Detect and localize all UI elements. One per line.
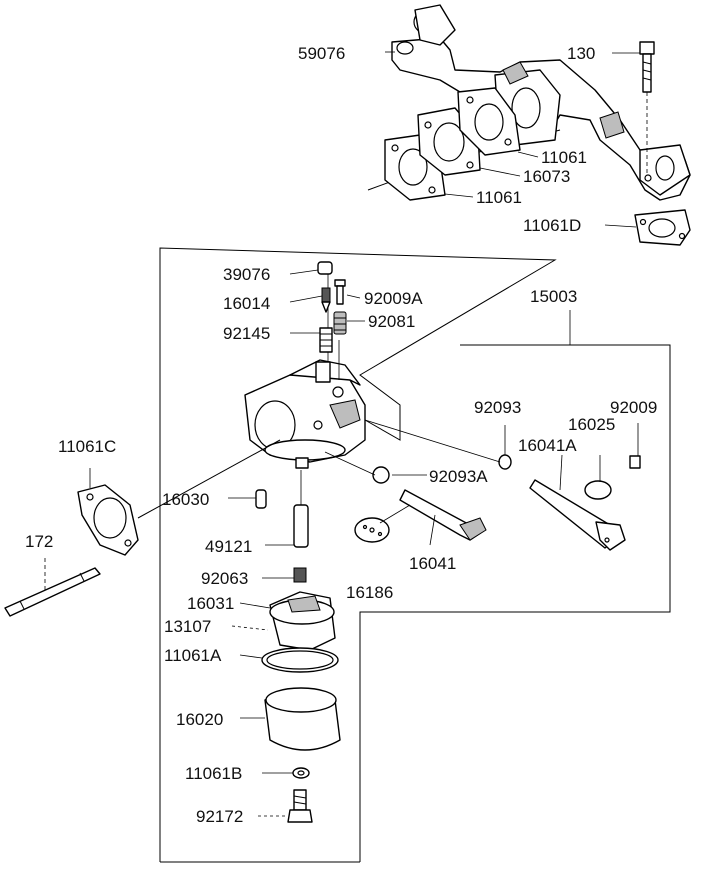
stud-172	[4, 558, 101, 617]
choke-shaft-parts	[324, 451, 487, 546]
throttle-shaft-parts	[364, 419, 641, 551]
label-16186: 16186	[346, 583, 393, 602]
manifold-gaskets	[384, 87, 521, 201]
label-92009A: 92009A	[364, 289, 423, 308]
oring-11061A	[239, 647, 339, 673]
label-39076: 39076	[223, 265, 270, 284]
part-labels: 59076 130 11061 16073 11061 11061D 15003…	[25, 44, 657, 826]
label-92063: 92063	[201, 569, 248, 588]
washer-11061B	[262, 767, 310, 779]
bolt-92172	[258, 789, 313, 823]
label-11061-mid: 11061	[476, 188, 522, 207]
tube-49121	[265, 470, 309, 548]
label-16041: 16041	[409, 554, 456, 573]
label-92172: 92172	[196, 807, 243, 826]
label-130: 130	[567, 44, 595, 63]
label-11061D: 11061D	[523, 216, 581, 235]
gasket-11061C	[77, 439, 281, 556]
label-16025: 16025	[568, 415, 615, 434]
label-16020: 16020	[176, 710, 223, 729]
label-16030: 16030	[162, 490, 209, 509]
label-59076: 59076	[298, 44, 345, 63]
bolt-130	[639, 41, 655, 175]
label-172: 172	[25, 532, 53, 551]
label-92081: 92081	[368, 312, 415, 331]
carburetor-body	[244, 270, 366, 469]
label-16014: 16014	[223, 294, 270, 313]
label-11061A: 11061A	[164, 646, 222, 665]
float-bowl-16020	[240, 687, 341, 751]
label-92145: 92145	[223, 324, 270, 343]
label-16073: 16073	[523, 167, 570, 186]
label-11061-top: 11061	[541, 148, 587, 167]
top-small-parts	[317, 261, 347, 353]
label-92093: 92093	[474, 398, 521, 417]
label-92009: 92009	[610, 398, 657, 417]
label-leaders	[89, 51, 640, 488]
label-92093A: 92093A	[429, 467, 488, 486]
jet-92063	[262, 567, 307, 583]
label-11061B: 11061B	[185, 764, 242, 783]
float-16031	[231, 591, 336, 651]
label-49121: 49121	[205, 537, 252, 556]
label-11061C: 11061C	[58, 437, 116, 456]
label-16031: 16031	[187, 594, 234, 613]
pin-16030	[228, 489, 267, 509]
label-16041A: 16041A	[518, 436, 577, 455]
gasket-11061D	[634, 209, 691, 246]
label-15003: 15003	[530, 287, 577, 306]
label-13107: 13107	[164, 617, 211, 636]
